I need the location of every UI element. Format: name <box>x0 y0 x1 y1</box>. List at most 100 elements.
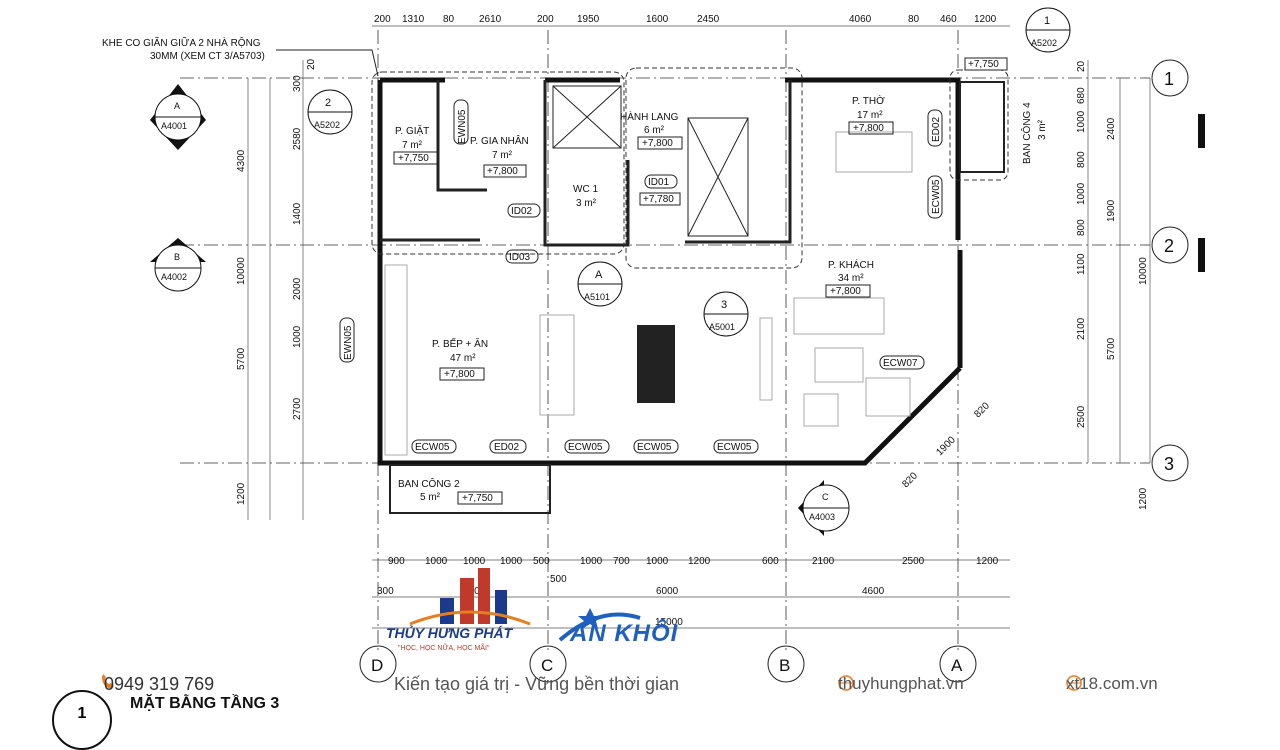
coffee-table <box>814 347 864 383</box>
wall-stair <box>685 80 792 244</box>
dim-label: 1200 <box>236 482 247 505</box>
dim-label: 1100 <box>1076 253 1087 275</box>
room-level: +7,750 <box>398 153 429 164</box>
note-line-1: KHE CO GIÃN GIỮA 2 NHÀ RỘNG <box>102 36 261 49</box>
dim-label: 2700 <box>292 397 303 420</box>
dim-label: 1000 <box>1076 182 1087 205</box>
tag-ecw05-c: ECW05 <box>564 439 610 454</box>
globe-icon-2 <box>1066 675 1082 691</box>
svg-text:ID02: ID02 <box>511 206 533 217</box>
dim-label: 20 <box>306 58 317 70</box>
room-area: 7 m² <box>492 150 513 161</box>
dim-label: 4300 <box>236 149 247 172</box>
armchair <box>803 393 839 427</box>
wall-laundry <box>436 80 487 192</box>
tag-ecw07: ECW07 <box>879 355 925 370</box>
dim-label: 1400 <box>292 202 303 225</box>
svg-text:ECW05: ECW05 <box>931 179 942 214</box>
contact-phone: 0949 319 769 <box>104 674 215 694</box>
room-area: 3 m² <box>576 198 597 209</box>
drawing-title: MẶT BẰNG TẦNG 3 <box>130 695 280 712</box>
svg-text:3: 3 <box>1164 454 1174 474</box>
dining-table-ghost <box>539 314 575 416</box>
svg-text:ID01: ID01 <box>648 177 670 188</box>
dim-label: 2000 <box>292 277 303 300</box>
dim-label: 5700 <box>236 347 247 370</box>
tag-ewn05-a: EWN05 <box>453 99 469 145</box>
grid-bubble-c: C <box>529 645 567 683</box>
level-box <box>964 57 1008 71</box>
dim-label: 80 <box>443 14 455 25</box>
room-area: 5 m² <box>420 492 441 503</box>
tv-cabinet <box>759 317 773 401</box>
svg-text:A4003: A4003 <box>809 512 835 522</box>
room-name: WC 1 <box>573 184 598 195</box>
room-name: P. KHÁCH <box>828 258 874 271</box>
dim-label: 2610 <box>479 14 502 25</box>
grid-bubble-1: 1 <box>1151 59 1189 97</box>
tag-ecw05-b: ECW05 <box>411 439 457 454</box>
grid-bubble-2: 2 <box>1151 226 1189 264</box>
dim-label: 2450 <box>697 14 720 25</box>
svg-text:A: A <box>174 101 180 111</box>
svg-text:C: C <box>541 656 553 675</box>
website-link-1[interactable]: thuyhungphat.vn <box>838 674 964 693</box>
balcony-4-outline <box>959 81 1005 173</box>
dim-label: 460 <box>940 14 957 25</box>
exterior-wall-south <box>377 80 962 466</box>
dim-label: 800 <box>1076 219 1087 236</box>
dim-label: 6000 <box>656 586 679 597</box>
level-box <box>483 164 527 178</box>
dim-label: 10000 <box>1138 257 1149 285</box>
tag-id03: ID03 <box>505 249 539 264</box>
svg-text:ECW05: ECW05 <box>568 442 603 453</box>
globe-icon-1 <box>838 675 854 691</box>
dim-label: 2580 <box>292 127 303 150</box>
room-name: HÀNH LANG <box>620 110 679 123</box>
svg-text:A5101: A5101 <box>584 292 610 302</box>
grid-bubble-d: D <box>359 645 397 683</box>
room-balcony-4: +7,750 BAN CÔNG 4 3 m² <box>964 57 1048 164</box>
detail-callout-2-a5202: 2 A5202 <box>307 89 353 135</box>
detail-callout-1-a5202: 1 A5202 <box>1025 7 1071 53</box>
dim-label: 20 <box>1076 60 1087 72</box>
dim-diag-2: 1900 <box>934 434 958 458</box>
dim-label: 5700 <box>1106 337 1117 360</box>
dims-left-outer: 4300 10000 5700 1200 <box>236 149 247 505</box>
room-name: P. THỜ <box>852 94 885 107</box>
level-box <box>639 192 681 206</box>
grid-bubble-3: 3 <box>1151 444 1189 482</box>
tag-ecw05-a: ECW05 <box>927 175 943 219</box>
dim-label: 1200 <box>974 14 997 25</box>
dim-label: 4060 <box>849 14 872 25</box>
svg-text:A4002: A4002 <box>161 272 187 282</box>
svg-text:D: D <box>371 656 383 675</box>
section-callout-a4002: B A4002 <box>150 238 206 292</box>
sofa <box>793 297 885 335</box>
note-line-2: 30MM (XEM CT 3/A5703) <box>150 51 265 62</box>
an-khoi-logo-swoosh <box>558 608 641 642</box>
detail-callout-3-a5001: 3 A5001 <box>703 291 749 337</box>
room-living: P. KHÁCH 34 m² +7,800 <box>825 258 874 298</box>
svg-text:1: 1 <box>1164 69 1174 89</box>
brand-name-thuy-hung-phat: THỦY HƯNG PHÁT <box>386 625 513 641</box>
svg-text:ED02: ED02 <box>931 117 942 142</box>
dim-label: 4100 <box>463 586 486 597</box>
dim-label: 500 <box>550 574 567 585</box>
dim-label: 200 <box>537 14 554 25</box>
dim-label: 300 <box>377 586 394 597</box>
tag-ewn05-b: EWN05 <box>339 317 355 363</box>
brand-name-an-khoi: AN KHÔI <box>570 620 679 647</box>
website-link-2[interactable]: xt18.com.vn <box>1066 674 1158 693</box>
room-name: P. BẾP + ĂN <box>432 337 488 350</box>
floor-plan: P. GIẶT 7 m² +7,750 P. GIA NHÂN 7 m² +7,… <box>102 7 1205 691</box>
dim-diag-1: 820 <box>900 470 920 490</box>
dashed-zone-stair <box>625 67 803 269</box>
dim-label: 2400 <box>1106 117 1117 140</box>
room-altar: P. THỜ 17 m² +7,800 <box>848 94 894 135</box>
svg-text:2: 2 <box>1164 236 1174 256</box>
dim-label: 10000 <box>236 257 247 285</box>
tag-id01: ID01 <box>644 174 678 189</box>
